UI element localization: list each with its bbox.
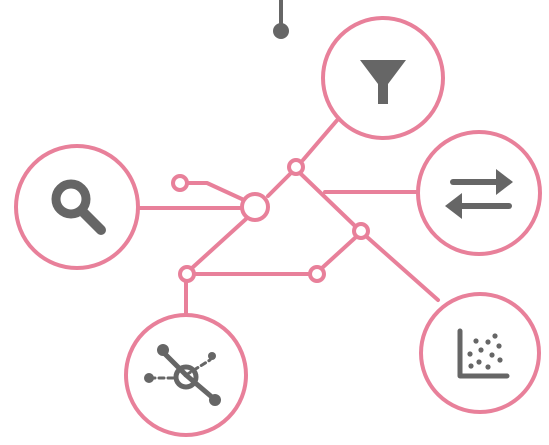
edge-hub-junction-d [190,217,248,270]
magnifier-icon [51,179,106,235]
junction-right [352,222,370,240]
scatter-node-ring [419,292,541,414]
edge-junction-a-filter [301,116,341,162]
connector-edges [138,116,440,320]
edge-junction-e-junction-c [320,235,358,270]
top-stub-dot [273,23,289,39]
search-node[interactable] [14,144,140,270]
stub-terminal [171,174,189,192]
scatter-node[interactable] [419,292,541,414]
edge-junction-a-junction-c [299,172,356,227]
edge-junction-c-scatter [365,235,440,302]
edge-stub-hub [186,181,246,202]
hub-junction [240,192,270,222]
transfer-node[interactable] [416,130,542,256]
filter-node[interactable] [321,16,445,140]
network-hub-icon [144,344,221,406]
scatter-plot-icon [457,328,510,379]
tool-nodes [14,16,542,437]
top-stub [273,0,289,39]
junction-lower-left [178,265,196,283]
junction-lower-right [308,265,326,283]
transfer-node-ring [416,130,542,256]
junction-upper [287,158,305,176]
search-node-ring [14,144,140,270]
edge-hub-junction-a [266,172,292,198]
funnel-icon [360,60,406,104]
network-node[interactable] [124,313,248,437]
swap-arrows-icon [445,169,513,219]
junctions [171,158,370,283]
